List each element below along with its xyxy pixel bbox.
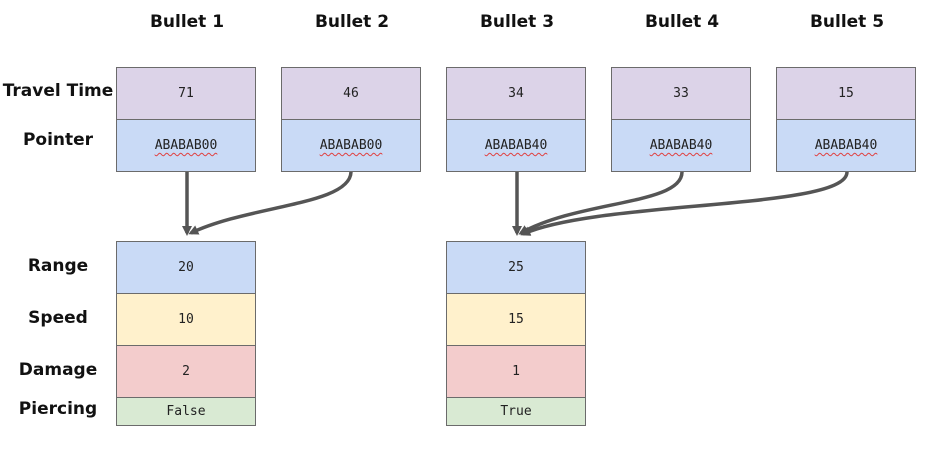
bullet-5-header: Bullet 5 bbox=[809, 12, 885, 32]
bullet-4-pointer-value: ABABAB40 bbox=[649, 138, 713, 153]
type-a-piercing: False bbox=[116, 397, 256, 426]
bullet-1-header: Bullet 1 bbox=[149, 12, 225, 32]
arrow-bullet-2 bbox=[188, 171, 353, 235]
bullet-4-travel-time: 33 bbox=[611, 67, 751, 120]
arrow-bullet-5 bbox=[520, 171, 849, 236]
travel-time-label: Travel Time bbox=[2, 81, 114, 101]
bullet-3-pointer-value: ABABAB40 bbox=[484, 138, 548, 153]
type-a-speed: 10 bbox=[116, 293, 256, 346]
bullet-1-pointer-value: ABABAB00 bbox=[154, 138, 218, 153]
pointer-label: Pointer bbox=[22, 130, 94, 150]
bullet-4-pointer: ABABAB40 bbox=[611, 119, 751, 172]
type-b-damage: 1 bbox=[446, 345, 586, 398]
bullet-5-travel-time: 15 bbox=[776, 67, 916, 120]
bullet-2-travel-time: 46 bbox=[281, 67, 421, 120]
type-b-speed: 15 bbox=[446, 293, 586, 346]
type-b-range: 25 bbox=[446, 241, 586, 294]
bullet-2-header: Bullet 2 bbox=[314, 12, 390, 32]
range-label: Range bbox=[27, 256, 89, 276]
bullet-5-pointer-value: ABABAB40 bbox=[814, 138, 878, 153]
bullet-4-header: Bullet 4 bbox=[644, 12, 720, 32]
bullet-2-pointer-value: ABABAB00 bbox=[319, 138, 383, 153]
bullet-5-pointer: ABABAB40 bbox=[776, 119, 916, 172]
piercing-label: Piercing bbox=[18, 399, 98, 419]
bullet-3-travel-time: 34 bbox=[446, 67, 586, 120]
damage-label: Damage bbox=[18, 360, 98, 380]
bullet-1-travel-time: 71 bbox=[116, 67, 256, 120]
type-a-damage: 2 bbox=[116, 345, 256, 398]
speed-label: Speed bbox=[28, 308, 88, 328]
bullet-2-pointer: ABABAB00 bbox=[281, 119, 421, 172]
bullet-1-pointer: ABABAB00 bbox=[116, 119, 256, 172]
bullet-3-header: Bullet 3 bbox=[479, 12, 555, 32]
type-b-piercing: True bbox=[446, 397, 586, 426]
arrow-bullet-4 bbox=[518, 171, 684, 235]
bullet-3-pointer: ABABAB40 bbox=[446, 119, 586, 172]
type-a-range: 20 bbox=[116, 241, 256, 294]
